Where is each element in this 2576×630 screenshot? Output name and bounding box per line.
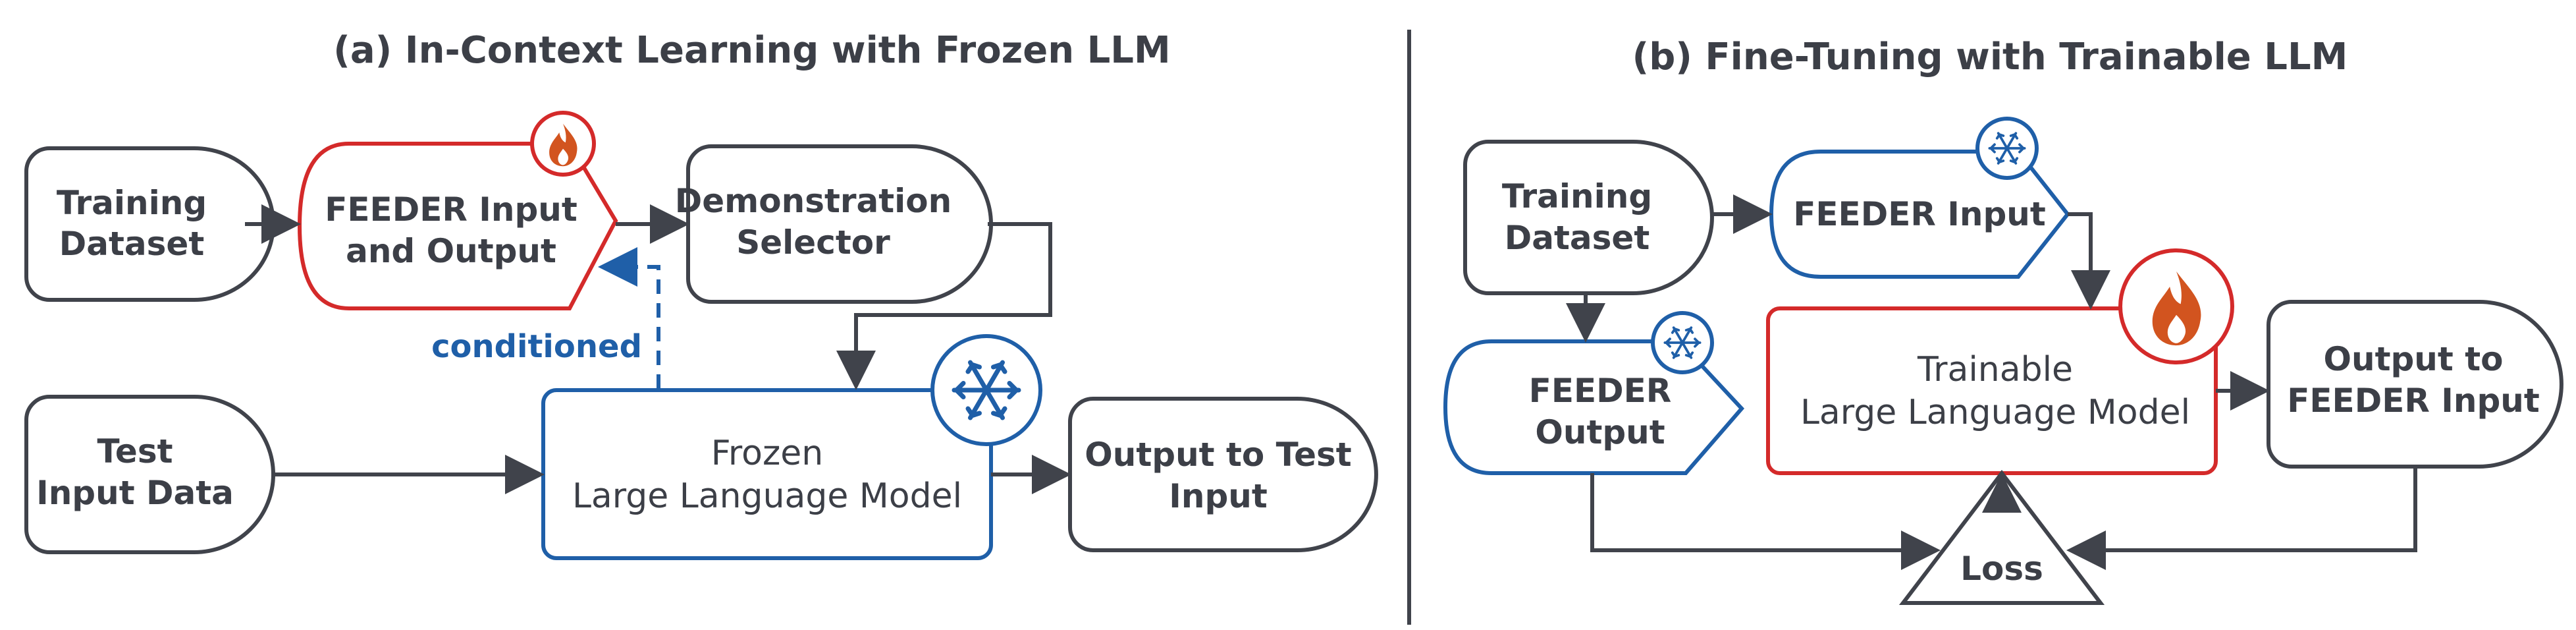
node-label: Large Language Model — [572, 476, 962, 516]
snowflake-icon — [930, 334, 1042, 446]
node-label: Test — [97, 432, 173, 471]
conditioned-label: conditioned — [431, 328, 642, 365]
node-feeder-input: FEEDER Input — [1769, 150, 2070, 279]
node-label: FEEDER — [1529, 372, 1672, 410]
node-demonstration-selector: Demonstration Selector — [675, 144, 993, 304]
node-label: Large Language Model — [1800, 393, 2190, 432]
node-frozen-llm: Frozen Large Language Model — [541, 388, 993, 560]
node-label: and Output — [346, 232, 556, 270]
flame-icon — [2118, 248, 2234, 364]
node-output-feeder-input: Output to FEEDER Input — [2267, 300, 2563, 469]
snowflake-icon — [1651, 311, 1714, 374]
snowflake-icon — [1975, 117, 2039, 180]
node-label: Output — [1535, 413, 1665, 451]
node-label: Input Data — [36, 474, 234, 512]
node-label: Trainable — [1917, 350, 2073, 389]
edge-selector-to-llm — [836, 222, 1052, 390]
node-training-dataset-b: Training Dataset — [1463, 140, 1714, 295]
node-label: Output to Test — [1085, 436, 1351, 474]
node-label: FEEDER Input — [325, 190, 577, 229]
node-label: Selector — [736, 223, 890, 262]
node-training-dataset-a: Training Dataset — [24, 146, 275, 302]
node-label: Frozen — [711, 434, 823, 473]
node-label: Training — [1502, 177, 1652, 215]
node-label: Output to — [2324, 340, 2504, 378]
node-label: Dataset — [1505, 219, 1650, 257]
edge-output-to-loss — [2066, 467, 2417, 570]
edge-feeder-input-to-llm — [2068, 212, 2110, 310]
node-label: Dataset — [59, 225, 204, 263]
node-label: Input — [1169, 477, 1268, 515]
flame-icon — [530, 111, 596, 177]
node-label: FEEDER Input — [1793, 195, 2046, 233]
panel-b-title: (b) Fine-Tuning with Trainable LLM — [1632, 36, 2348, 78]
node-label: Training — [57, 184, 207, 222]
panel-a-title: (a) In-Context Learning with Frozen LLM — [333, 29, 1170, 72]
node-trainable-llm: Trainable Large Language Model — [1766, 306, 2218, 475]
node-label: Loss — [1960, 550, 2043, 588]
node-feeder-input-output: FEEDER Input and Output — [297, 142, 618, 310]
node-label: Demonstration — [675, 182, 952, 220]
node-output-test-input: Output to Test Input — [1068, 397, 1378, 552]
edge-feeder-output-to-loss — [1590, 473, 1941, 570]
node-loss: Loss — [1898, 470, 2105, 605]
node-label: FEEDER Input — [2287, 382, 2540, 420]
node-feeder-output: FEEDER Output — [1443, 339, 1745, 475]
edge-conditioned — [598, 247, 660, 389]
node-test-input-data: Test Input Data — [24, 395, 275, 554]
